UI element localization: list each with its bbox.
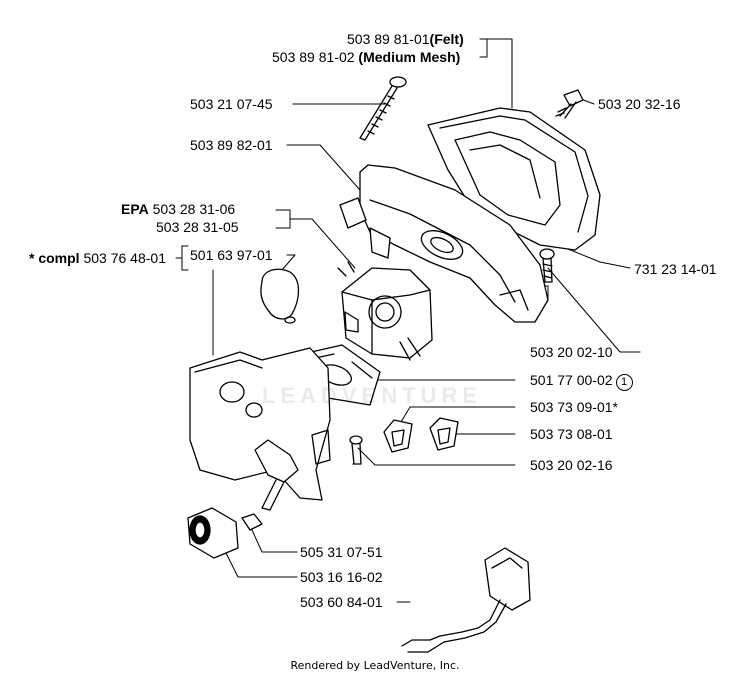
label-grommet-right: 503 73 08-01 xyxy=(530,426,613,442)
elbow-fitting-part xyxy=(254,439,299,511)
epa-prefix: EPA xyxy=(121,201,149,217)
footer-credit: Rendered by LeadVenture, Inc. xyxy=(290,659,460,672)
label-bolt-lower: 503 20 02-10 xyxy=(530,344,613,360)
grommet-left-part xyxy=(383,419,413,453)
small-screw-top-part xyxy=(555,89,584,119)
part-number: 503 89 81-01 xyxy=(347,31,430,47)
primer-bulb-part xyxy=(260,268,300,324)
label-carb: 503 28 31-05 xyxy=(156,219,239,235)
wire-bracket-part xyxy=(401,547,531,653)
part-number: 501 77 00-02 xyxy=(530,372,613,388)
label-foam-filter: 503 16 16-02 xyxy=(300,569,383,585)
note-circle: 1 xyxy=(615,374,633,391)
foam-filter-part xyxy=(187,507,239,559)
part-number: 503 89 81-02 xyxy=(272,49,355,65)
part-number: 503 76 48-01 xyxy=(83,250,166,266)
carburetor-part xyxy=(337,261,433,361)
label-carb-epa: EPA 503 28 31-06 xyxy=(121,201,235,217)
label-wire-bracket: 503 60 84-01 xyxy=(300,594,383,610)
label-filter-felt: 503 89 81-01(Felt) xyxy=(347,31,464,47)
label-filter-mesh: 503 89 81-02 (Medium Mesh) xyxy=(272,49,460,65)
carburetor-bracket-part xyxy=(339,164,549,323)
bolt-right-part xyxy=(539,248,555,283)
label-top-screw: 503 20 32-16 xyxy=(598,96,681,112)
grommet-right-part xyxy=(429,417,459,451)
small-cap-part xyxy=(241,513,263,531)
label-long-screw: 503 21 07-45 xyxy=(190,96,273,112)
label-grommet-left: 503 73 09-01* xyxy=(530,399,618,415)
long-screw-part xyxy=(359,76,407,141)
label-small-cap: 505 31 07-51 xyxy=(300,544,383,560)
part-variant: (Medium Mesh) xyxy=(358,49,461,65)
part-number: 503 28 31-06 xyxy=(152,201,236,217)
label-bolt-middle: 503 20 02-16 xyxy=(530,457,613,473)
heat-shield-plate-part xyxy=(189,347,331,501)
label-compl-kit: * compl 503 76 48-01 xyxy=(29,250,166,266)
part-variant: (Felt) xyxy=(429,31,464,47)
compl-prefix: * compl xyxy=(29,250,80,266)
bolt-middle-part xyxy=(349,435,363,465)
watermark: LEADVENTURE xyxy=(262,383,483,408)
label-bolt-right: 731 23 14-01 xyxy=(634,261,717,277)
label-bracket: 503 89 82-01 xyxy=(190,137,273,153)
label-primer-bulb: 501 63 97-01 xyxy=(190,247,273,263)
